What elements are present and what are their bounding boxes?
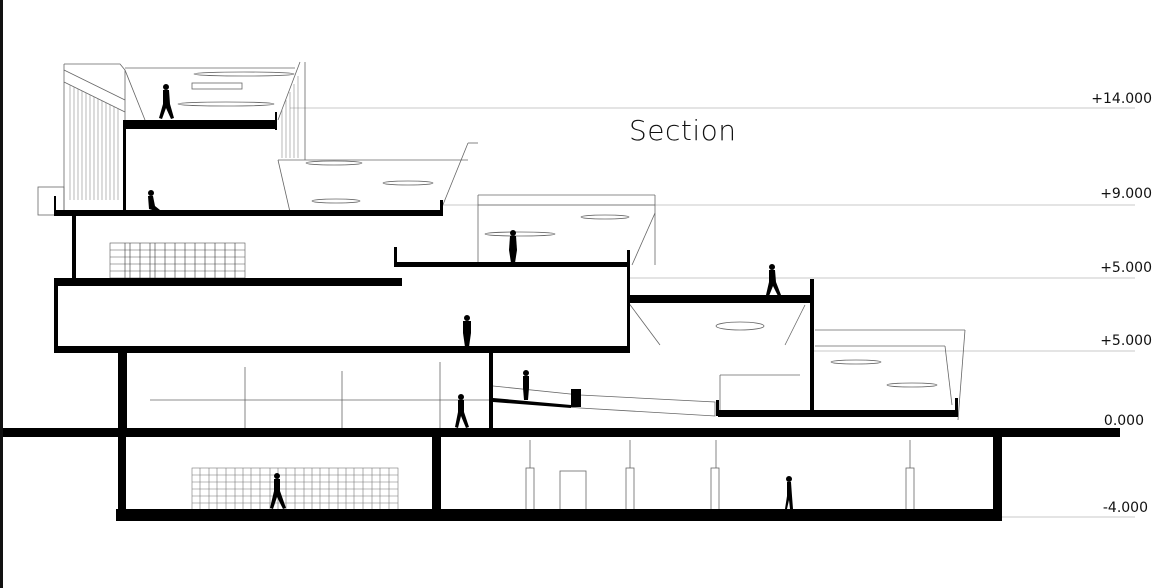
drawing-title: Section [629, 114, 737, 147]
people-silhouettes [148, 84, 793, 509]
perspective-linework [37, 61, 966, 512]
level-label-plus5-lower: +5.000 [1100, 333, 1152, 349]
basement-display-wall [191, 467, 399, 511]
library-shelving [109, 242, 246, 279]
level-reference-lines [290, 107, 1135, 518]
level-label-plus9: +9.000 [1100, 186, 1152, 202]
level-label-plus5-upper: +5.000 [1100, 260, 1152, 276]
frame-border [0, 0, 3, 588]
level-label-minus4: -4.000 [1102, 500, 1148, 516]
structural-cut [3, 112, 1120, 521]
level-label-zero: 0.000 [1103, 413, 1144, 429]
level-label-plus14: +14.000 [1091, 91, 1152, 107]
